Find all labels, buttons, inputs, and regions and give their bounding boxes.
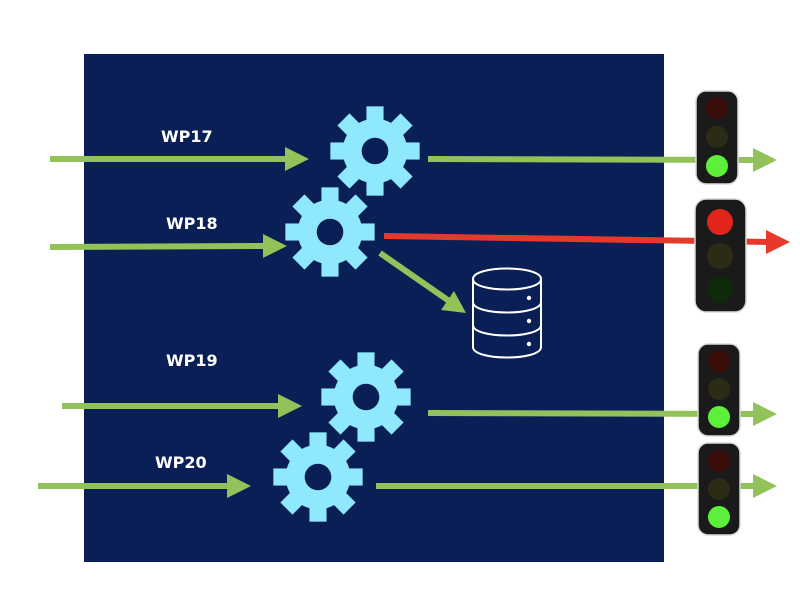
- gear-icon: [330, 106, 420, 196]
- wp19-label: WP19: [166, 351, 218, 370]
- wp18-database-arrowhead: [441, 291, 466, 313]
- wp20-label: WP20: [155, 453, 207, 472]
- traffic-light-red-icon: [694, 198, 747, 313]
- wp19-output-arrowhead: [753, 402, 777, 426]
- wp17-output-arrowhead: [753, 148, 777, 172]
- wp19-row: WP19: [62, 351, 777, 442]
- gear-icon: [321, 352, 411, 442]
- wp20-input-arrowhead: [227, 474, 251, 498]
- gear-icon: [285, 187, 375, 277]
- database-icon: [472, 267, 542, 359]
- wp18-label: WP18: [166, 214, 218, 233]
- wp20-row: WP20: [38, 432, 777, 522]
- wp18-input-arrowhead: [263, 234, 287, 258]
- wp17-input-arrowhead: [285, 147, 309, 171]
- wp18-database-arrow: [378, 250, 454, 306]
- wp17-label: WP17: [161, 127, 213, 146]
- wp18-error-arrowhead: [766, 230, 790, 254]
- wp20-output-arrowhead: [753, 474, 777, 498]
- wp19-input-arrowhead: [278, 394, 302, 418]
- wp17-row: WP17: [50, 106, 777, 196]
- wp18-input-arrow: [49, 243, 267, 250]
- gear-icon: [273, 432, 363, 522]
- traffic-light-green-icon: [697, 343, 741, 437]
- traffic-light-green-icon: [695, 90, 739, 185]
- traffic-light-green-icon: [697, 442, 741, 536]
